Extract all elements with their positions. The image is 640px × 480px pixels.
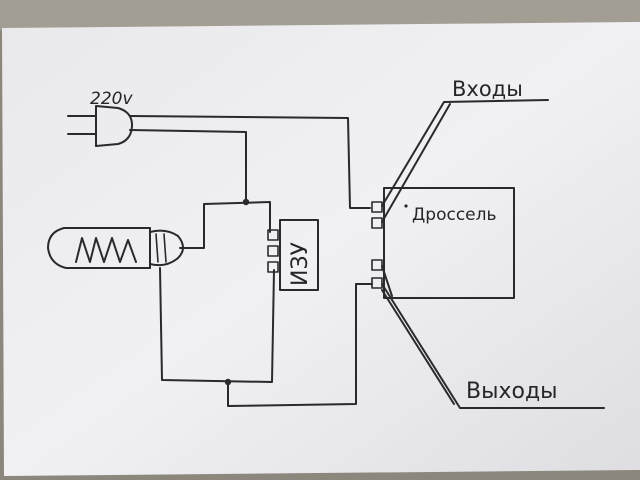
- igniter-pin-2: [267, 245, 279, 257]
- lamp-filament: [75, 237, 137, 263]
- input-line-1: [381, 99, 549, 207]
- voltage-label: 220v: [90, 89, 133, 109]
- outputs-label: Выходы: [466, 379, 558, 404]
- choke-terminal-4: [371, 277, 383, 289]
- output-line-3: [381, 265, 393, 297]
- wire-plug-top: [129, 115, 371, 209]
- inputs-label: Входы: [452, 77, 523, 101]
- choke-dot: [404, 204, 408, 208]
- wire-plug-bottom: [129, 129, 247, 203]
- igniter-box: [279, 219, 319, 291]
- wire-lamp-loop: [159, 267, 275, 383]
- wire-bottom-return: [227, 283, 373, 407]
- lamp-bulb: [47, 227, 184, 269]
- output-line-2: [381, 289, 455, 405]
- input-line-2: [381, 103, 451, 223]
- power-plug: [67, 105, 133, 147]
- choke-terminal-3: [371, 259, 383, 271]
- output-line-1: [381, 283, 605, 409]
- choke-box: [383, 187, 515, 299]
- igniter-label: ИЗУ: [288, 241, 313, 286]
- igniter-pin-1: [267, 229, 279, 241]
- wire-lamp-right: [179, 201, 271, 249]
- choke-label: Дроссель: [412, 205, 497, 225]
